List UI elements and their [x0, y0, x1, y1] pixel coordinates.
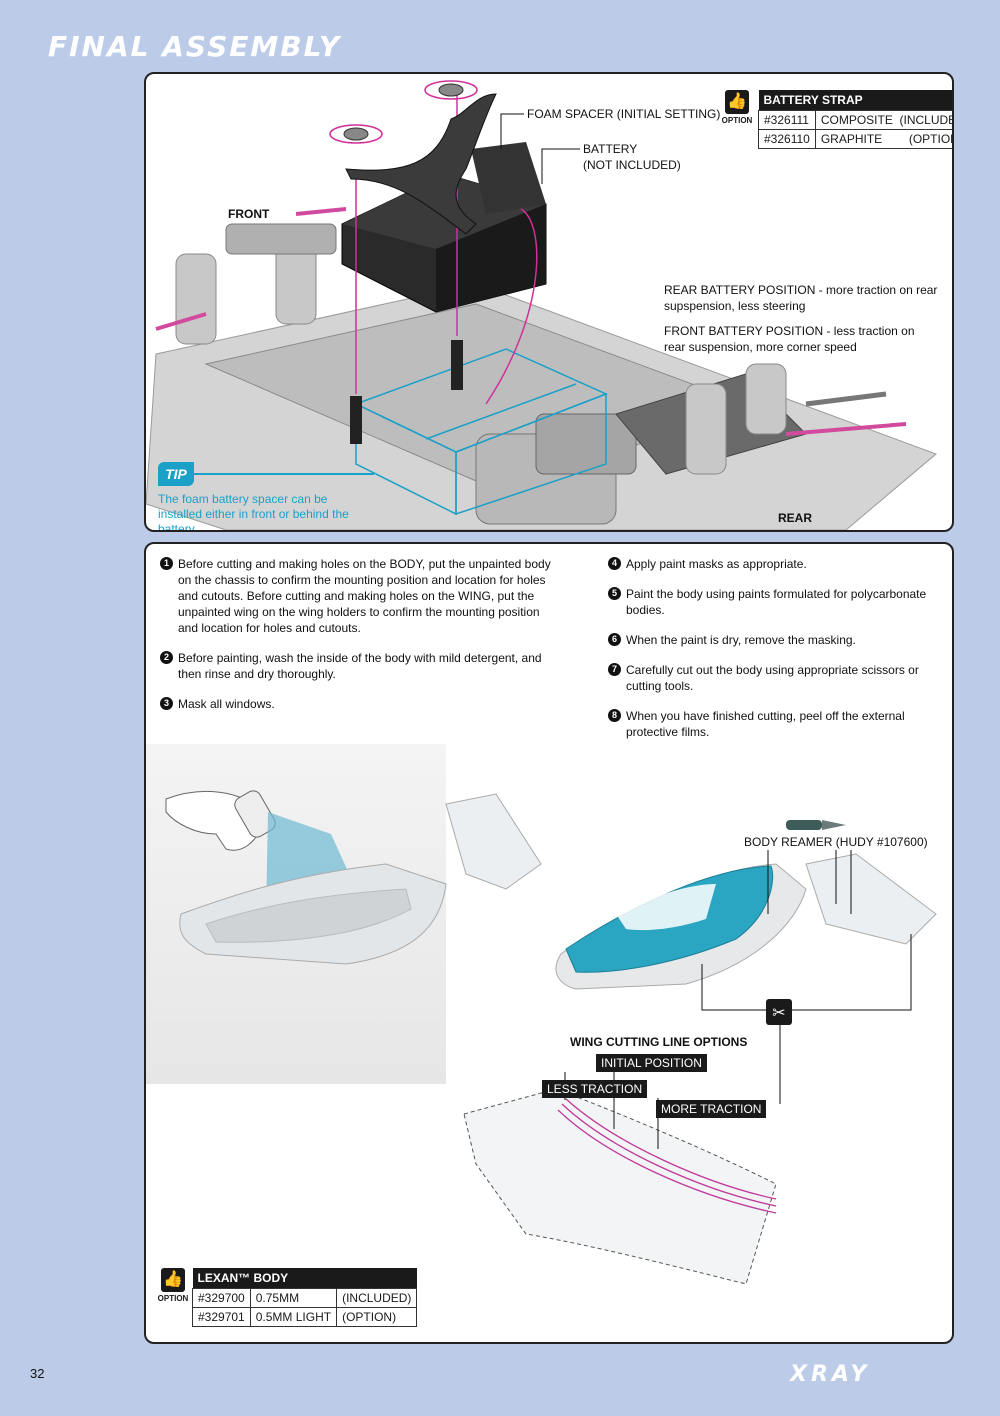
lexan-body-title: LEXAN™ BODY [192, 1268, 417, 1289]
option-badge: 👍 OPTION [156, 1268, 190, 1303]
table-row: #329700 0.75MM (INCLUDED) [192, 1288, 418, 1308]
svg-text:✂: ✂ [772, 1003, 785, 1022]
initial-position-tag: INITIAL POSITION [596, 1054, 707, 1072]
battery-panel: FRONT REAR FOAM SPACER (INITIAL SETTING)… [144, 72, 954, 532]
table-row: #326111 COMPOSITE (INCLUDED) [758, 110, 952, 130]
thumbs-up-icon: 👍 [161, 1268, 185, 1292]
battery-strap-table: BATTERY STRAP #326111 COMPOSITE (INCLUDE… [758, 90, 952, 149]
lexan-body-table: LEXAN™ BODY #329700 0.75MM (INCLUDED) #3… [192, 1268, 418, 1327]
battery-strap-title: BATTERY STRAP [758, 90, 952, 111]
tip-divider [194, 473, 374, 475]
foam-spacer-label: FOAM SPACER (INITIAL SETTING) [527, 107, 721, 121]
front-position-text: FRONT BATTERY POSITION - less traction o… [664, 324, 915, 354]
tip-text: The foam battery spacer can be installed… [158, 492, 349, 532]
table-row: #329701 0.5MM LIGHT (OPTION) [192, 1307, 418, 1327]
front-label: FRONT [228, 207, 270, 221]
less-traction-tag: LESS TRACTION [542, 1080, 648, 1098]
chassis-illustration [146, 80, 937, 530]
option-badge: 👍 OPTION [720, 90, 754, 125]
body-illustration: ✂ [146, 744, 937, 1285]
xray-logo: XRAY [790, 1362, 871, 1387]
table-row: #326110 GRAPHITE (OPTION) [758, 129, 952, 149]
more-traction-tag: MORE TRACTION [656, 1100, 767, 1118]
wing-cutting-title: WING CUTTING LINE OPTIONS [570, 1035, 748, 1049]
thumbs-up-icon: 👍 [725, 90, 749, 114]
body-reamer-label: BODY REAMER (HUDY #107600) [744, 835, 928, 849]
tip-badge: TIP [158, 462, 194, 486]
scissors-icon: ✂ [766, 999, 792, 1025]
page-title: FINAL ASSEMBLY [48, 30, 342, 63]
page-number: 32 [30, 1366, 45, 1381]
rear-label: REAR [778, 511, 813, 525]
battery-label: BATTERY (NOT INCLUDED) [583, 142, 681, 172]
rear-position-text: REAR BATTERY POSITION - more traction on… [664, 283, 938, 313]
